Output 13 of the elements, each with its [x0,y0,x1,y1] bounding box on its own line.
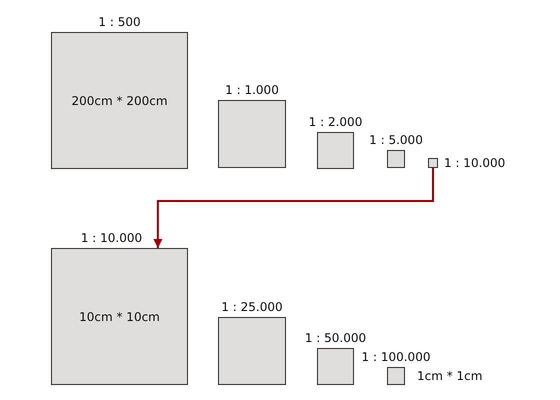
scale-label: 1 : 10.000 [80,231,142,245]
scale-label: 1 : 100.000 [362,350,430,364]
scale-label: 1 : 5.000 [369,133,423,147]
scale-label: 1 : 1.000 [225,83,279,97]
dimension-text: 200cm * 200cm [72,94,168,108]
dimension-text: 10cm * 10cm [79,310,160,324]
dimension-text: 1cm * 1cm [417,369,482,383]
scale-label: 1 : 2.000 [308,115,362,129]
scale-label: 1 : 25.000 [221,300,283,314]
scale-label: 1 : 500 [98,15,141,29]
scale-label: 1 : 10.000 [444,156,506,170]
arrow [153,168,434,248]
scale-label: 1 : 50.000 [304,331,366,345]
